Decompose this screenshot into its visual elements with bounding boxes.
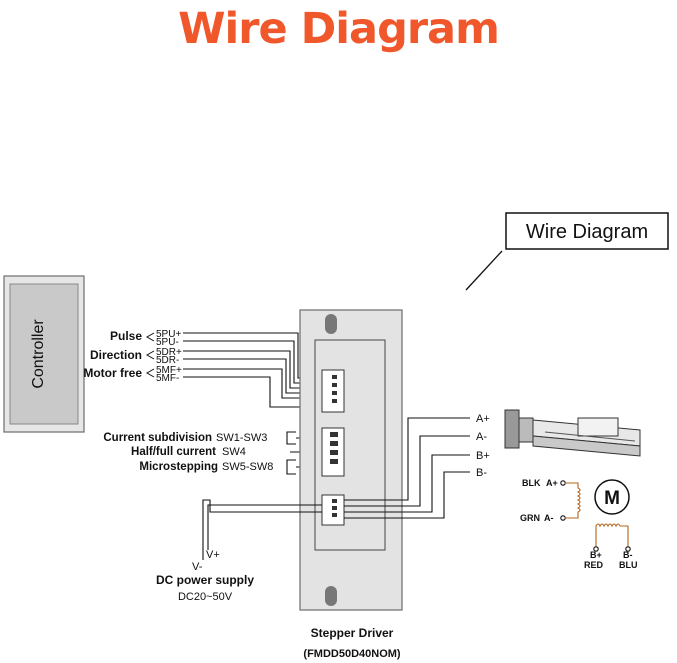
bracket-direction: [145, 350, 155, 360]
label-v-plus: V+: [206, 549, 220, 561]
label-out-a-minus: A-: [476, 431, 487, 443]
label-red: RED: [584, 560, 604, 570]
label-5dr-minus: 5DR-: [156, 355, 179, 366]
label-dc-range: DC20~50V: [178, 591, 233, 603]
label-driver-model: (FMDD50D40NOM): [303, 648, 401, 660]
controller-box: Controller: [3, 275, 85, 433]
label-dc-power-supply: DC power supply: [156, 573, 254, 587]
label-coil-a-minus: A-: [544, 513, 554, 523]
motor-coils: [560, 480, 631, 552]
label-v-minus: V-: [192, 561, 203, 573]
callout-box: [505, 212, 669, 250]
label-5pu-minus: 5PU-: [156, 337, 179, 348]
label-sw4: SW4: [222, 446, 246, 458]
stepper-driver: [299, 309, 403, 611]
label-5mf-plus: 5MF+: [156, 365, 182, 376]
output-wires: [344, 417, 470, 519]
controller-label: Controller: [30, 319, 47, 389]
label-sw5-sw8: SW5-SW8: [222, 461, 273, 473]
label-blk: BLK: [522, 478, 541, 488]
label-coil-b-plus: B+: [590, 550, 602, 560]
label-out-b-plus: B+: [476, 450, 490, 462]
label-5mf-minus: 5MF-: [156, 373, 179, 384]
label-motor-free: Motor free: [83, 366, 142, 380]
motor-symbol-label: M: [604, 488, 620, 509]
label-half-full-current: Half/full current: [131, 446, 216, 458]
label-5dr-plus: 5DR+: [156, 347, 182, 358]
callout-label: Wire Diagram: [526, 221, 648, 243]
label-grn: GRN: [520, 513, 540, 523]
mount-slot-top: [325, 314, 337, 334]
label-coil-a-plus: A+: [546, 478, 558, 488]
label-coil-b-minus: B-: [623, 550, 633, 560]
label-blu: BLU: [619, 560, 638, 570]
label-direction: Direction: [90, 348, 142, 362]
linear-stage-image: [504, 409, 641, 457]
page-title: Wire Diagram: [178, 4, 500, 54]
power-wires: [202, 499, 322, 560]
bracket-motor-free: [145, 368, 155, 378]
label-out-b-minus: B-: [476, 467, 487, 479]
label-sw1-sw3: SW1-SW3: [216, 432, 267, 444]
label-stepper-driver: Stepper Driver: [311, 626, 394, 640]
mount-slot-bottom: [325, 586, 337, 606]
motor-symbol: [594, 479, 630, 515]
bracket-pulse: [145, 332, 155, 342]
label-pulse: Pulse: [110, 329, 142, 343]
label-microstepping: Microstepping: [139, 461, 218, 473]
callout-leader: [465, 250, 503, 291]
label-5pu-plus: 5PU+: [156, 329, 181, 340]
label-out-a-plus: A+: [476, 413, 490, 425]
label-current-subdivision: Current subdivision: [103, 432, 212, 444]
